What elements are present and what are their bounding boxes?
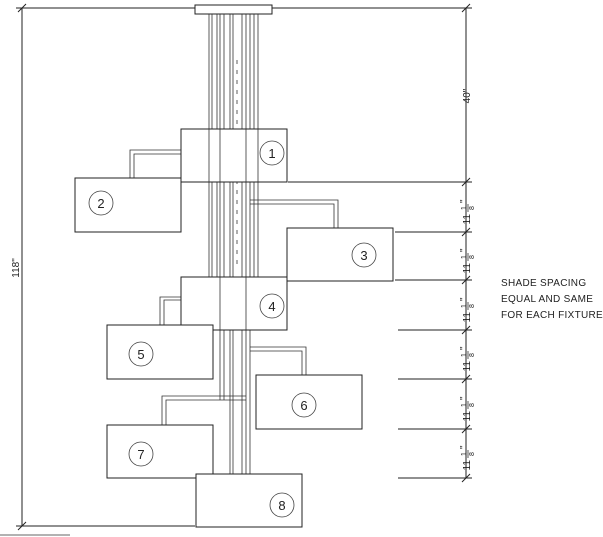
note-line-3: FOR EACH FIXTURE [501,310,603,321]
svg-text:1: 1 [461,304,468,308]
svg-text:11: 11 [462,263,473,274]
fixture-5: 5 [106,324,214,380]
svg-text:8: 8 [469,206,476,210]
spacing-label-3: 11 1 8 " [459,297,476,322]
note-line-1: SHADE SPACING [501,278,586,289]
svg-text:8: 8 [469,452,476,456]
svg-text:1: 1 [461,353,468,357]
svg-text:8: 8 [469,353,476,357]
fixture-8-label: 8 [278,498,285,513]
svg-text:": " [459,199,470,203]
fixture-6-label: 6 [300,398,307,413]
fixture-5-label: 5 [137,347,144,362]
fixture-3: 3 [286,227,394,282]
fixture-4-label: 4 [268,299,275,314]
fixture-2: 2 [74,177,182,233]
fixture-1-label: 1 [268,146,275,161]
shade-5 [106,324,214,380]
fixture-2-label: 2 [97,196,104,211]
svg-text:": " [459,346,470,350]
fixture-1: 1 [180,128,288,183]
canopy-drop-label: 40" [462,88,473,103]
fixture-7: 7 [106,424,214,479]
svg-text:11: 11 [462,460,473,471]
spacing-label-1: 11 1 8 " [459,199,476,224]
spacing-label-5: 11 1 8 " [459,396,476,421]
suspension-stems [208,14,259,480]
svg-text:1: 1 [461,206,468,210]
svg-text:": " [459,248,470,252]
fixture-4: 4 [180,276,288,331]
fixture-8: 8 [195,473,303,528]
shade-7 [106,424,214,479]
spacing-label-2: 11 1 8 " [459,248,476,273]
svg-text:1: 1 [461,403,468,407]
svg-text:1: 1 [461,255,468,259]
svg-text:": " [459,396,470,400]
svg-text:11: 11 [462,214,473,225]
svg-text:8: 8 [469,403,476,407]
svg-text:11: 11 [462,411,473,422]
fixture-7-label: 7 [137,447,144,462]
overall-height-dimension: 118" [11,3,195,531]
svg-text:1: 1 [461,452,468,456]
fixture-6: 6 [255,374,363,430]
svg-text:11: 11 [462,361,473,372]
svg-text:": " [459,445,470,449]
spacing-label-4: 11 1 8 " [459,346,476,371]
fixture-3-label: 3 [360,248,367,263]
spacing-dimension-chain: 40" 11 1 8 " 11 1 8 " 11 1 8 " 11 1 8 [272,3,476,483]
note-line-2: EQUAL AND SAME [501,294,593,305]
shade-6 [255,374,363,430]
spacing-label-6: 11 1 8 " [459,445,476,470]
svg-text:8: 8 [469,304,476,308]
overall-height-label: 118" [11,258,22,278]
shade-3 [286,227,394,282]
svg-text:11: 11 [462,312,473,323]
shade-spacing-note: SHADE SPACING EQUAL AND SAME FOR EACH FI… [501,278,603,321]
svg-text:8: 8 [469,255,476,259]
svg-text:": " [459,297,470,301]
canopy [194,4,273,15]
